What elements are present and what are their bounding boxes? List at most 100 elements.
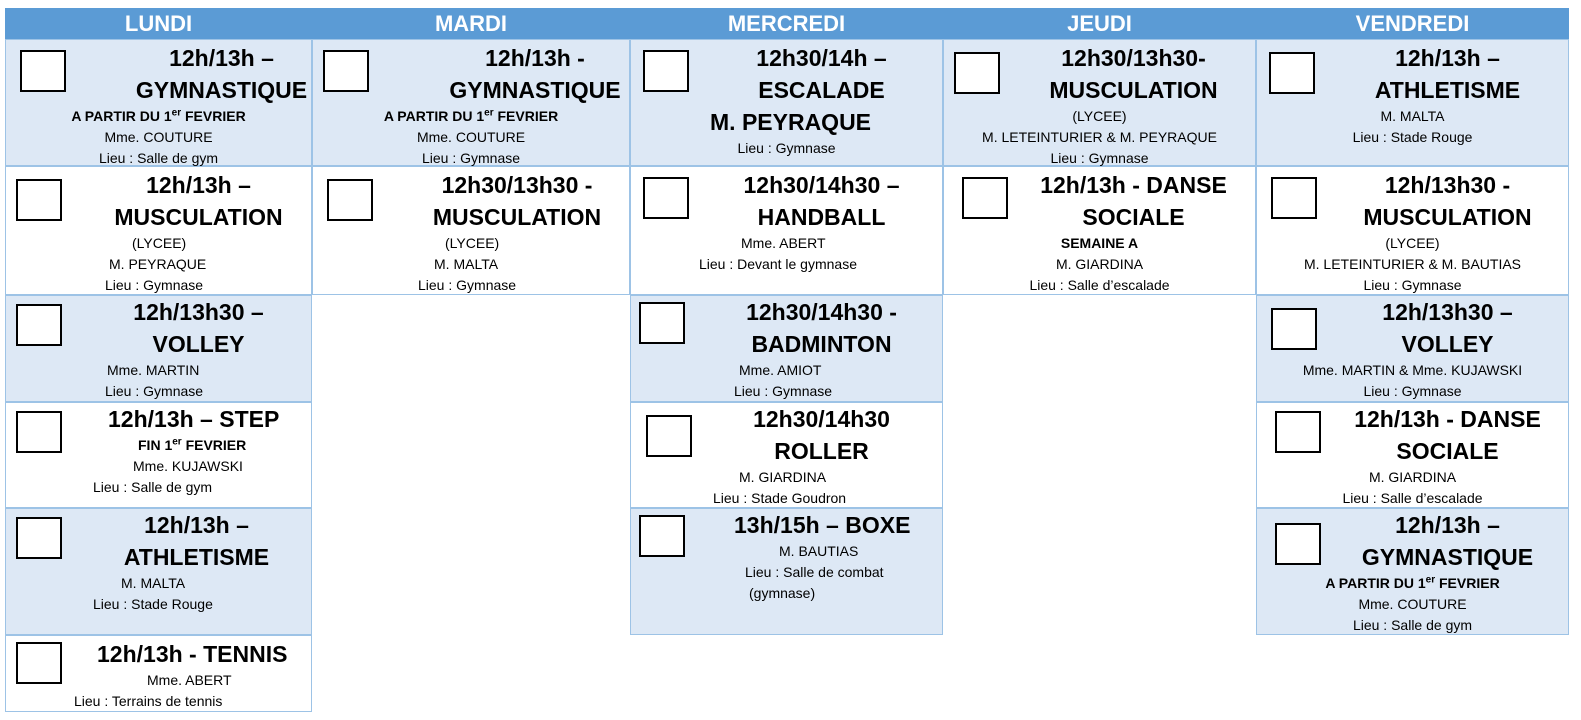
location: Lieu : Salle de gym	[98, 150, 219, 166]
activity-title: 12h30/14h30 – HANDBALL	[743, 172, 900, 230]
teacher-name: M. MALTA	[434, 256, 499, 272]
activity-title: 12h/13h - GYMNASTIQUE	[449, 45, 621, 103]
activity-note: FIN 1er FEVRIER	[138, 436, 247, 453]
select-checkbox[interactable]	[16, 517, 62, 559]
activity-cell: 12h/13h30 – VOLLEY Mme. MARTIN & Mme. KU…	[1256, 295, 1569, 402]
level-label: (LYCEE)	[1072, 108, 1127, 124]
activity-cell: 12h30/13h30- MUSCULATION (LYCEE) M. LETE…	[943, 39, 1256, 166]
location-detail: (gymnase)	[749, 585, 816, 601]
activity-cell: 12h30/14h30 - BADMINTON Mme. AMIOT Lieu …	[630, 295, 943, 402]
select-checkbox[interactable]	[327, 179, 373, 221]
activity-title: 12h/13h - DANSE SOCIALE	[1354, 406, 1541, 464]
teacher-name: M. LETEINTURIER & M. BAUTIAS	[1303, 256, 1522, 272]
activity-title: 12h/13h – MUSCULATION	[114, 172, 283, 230]
activity-title: 12h30/14h30 - BADMINTON	[746, 299, 897, 357]
teacher-name: M. GIARDINA	[1055, 256, 1144, 272]
activity-cell: 12h/13h – GYMNASTIQUE A PARTIR DU 1er FE…	[1256, 508, 1569, 635]
select-checkbox[interactable]	[16, 304, 62, 346]
activity-title: 12h/13h – ATHLETISME	[123, 512, 270, 570]
activity-title: 12h/13h30 – VOLLEY	[1382, 299, 1513, 357]
activity-title: 12h30/14h – ESCALADE M. PEYRAQUE	[710, 45, 887, 135]
day-header-lundi: LUNDI	[5, 8, 312, 39]
select-checkbox[interactable]	[20, 50, 66, 92]
select-checkbox[interactable]	[323, 50, 369, 92]
activity-note: A PARTIR DU 1er FEVRIER	[1325, 574, 1500, 591]
select-checkbox[interactable]	[962, 177, 1008, 219]
location: Lieu : Gymnase	[105, 277, 204, 293]
select-checkbox[interactable]	[1271, 308, 1317, 350]
activity-cell: 12h/13h30 – VOLLEY Mme. MARTIN Lieu : Gy…	[5, 295, 312, 402]
activity-cell: 12h/13h – ATHLETISME M. MALTA Lieu : Sta…	[1256, 39, 1569, 166]
teacher-name: M. PEYRAQUE	[109, 256, 207, 272]
activity-title: 12h/13h – ATHLETISME	[1374, 45, 1521, 103]
select-checkbox[interactable]	[1269, 52, 1315, 94]
activity-cell: 12h/13h30 - MUSCULATION (LYCEE) M. LETEI…	[1256, 166, 1569, 295]
location: Lieu : Terrains de tennis	[74, 693, 223, 709]
activity-cell: 12h30/14h30 ROLLER M. GIARDINA Lieu : St…	[630, 402, 943, 508]
teacher-name: Mme. KUJAWSKI	[133, 458, 243, 474]
select-checkbox[interactable]	[1271, 177, 1317, 219]
activity-title: 12h/13h30 - MUSCULATION	[1363, 172, 1532, 230]
location: Lieu : Salle de gym	[1352, 617, 1473, 633]
select-checkbox[interactable]	[643, 50, 689, 92]
activity-title: 12h30/14h30 ROLLER	[753, 406, 890, 464]
location: Lieu : Gymnase	[1050, 150, 1149, 166]
teacher-name: Mme. ABERT	[147, 672, 232, 688]
select-checkbox[interactable]	[1275, 523, 1321, 565]
select-checkbox[interactable]	[16, 642, 62, 684]
select-checkbox[interactable]	[643, 177, 689, 219]
activity-cell: 12h/13h - GYMNASTIQUE A PARTIR DU 1er FE…	[312, 39, 630, 166]
select-checkbox[interactable]	[639, 515, 685, 557]
day-header-vendredi: VENDREDI	[1256, 8, 1569, 39]
activity-title: 12h/13h30 – VOLLEY	[133, 299, 264, 357]
location: Lieu : Gymnase	[418, 277, 517, 293]
activity-cell: 12h/13h – MUSCULATION (LYCEE) M. PEYRAQU…	[5, 166, 312, 295]
location: Lieu : Gymnase	[105, 383, 204, 399]
location: Lieu : Gymnase	[737, 140, 836, 156]
teacher-name: Mme. AMIOT	[739, 362, 822, 378]
location: Lieu : Stade Rouge	[1352, 129, 1473, 145]
activity-cell: 12h/13h – GYMNASTIQUE A PARTIR DU 1er FE…	[5, 39, 312, 166]
teacher-name: M. MALTA	[121, 575, 186, 591]
select-checkbox[interactable]	[639, 302, 685, 344]
activity-cell: 12h/13h – STEP FIN 1er FEVRIER Mme. KUJA…	[5, 402, 312, 508]
teacher-name: M. LETEINTURIER & M. PEYRAQUE	[982, 129, 1217, 145]
teacher-name: Mme. ABERT	[741, 235, 826, 251]
location: Lieu : Salle de gym	[93, 479, 213, 495]
teacher-name: M. GIARDINA	[739, 469, 827, 485]
activity-title: 12h/13h - DANSE SOCIALE	[1040, 172, 1227, 230]
location: Lieu : Salle d’escalade	[1029, 277, 1170, 293]
activity-title: 12h/13h – GYMNASTIQUE	[1361, 512, 1534, 570]
activity-title: 12h30/13h30 - MUSCULATION	[432, 172, 602, 230]
teacher-name: Mme. MARTIN & Mme. KUJAWSKI	[1302, 362, 1523, 378]
activity-cell: 12h/13h - TENNIS Mme. ABERT Lieu : Terra…	[5, 635, 312, 712]
teacher-name: Mme. MARTIN	[107, 362, 200, 378]
activity-title: 12h/13h – STEP	[108, 406, 280, 432]
activity-title: 13h/15h – BOXE	[734, 512, 911, 538]
select-checkbox[interactable]	[16, 411, 62, 453]
location: Lieu : Gymnase	[421, 150, 521, 166]
location: Lieu : Stade Goudron	[713, 490, 847, 506]
activity-note: SEMAINE A	[1060, 235, 1139, 251]
select-checkbox[interactable]	[16, 179, 62, 221]
activity-cell: 13h/15h – BOXE M. BAUTIAS Lieu : Salle d…	[630, 508, 943, 635]
select-checkbox[interactable]	[1275, 411, 1321, 453]
level-label: (LYCEE)	[132, 235, 187, 251]
day-header-mercredi: MERCREDI	[630, 8, 943, 39]
location: Lieu : Gymnase	[1363, 277, 1462, 293]
level-label: (LYCEE)	[445, 235, 500, 251]
select-checkbox[interactable]	[646, 415, 692, 457]
location: Lieu : Stade Rouge	[93, 596, 213, 612]
teacher-name: Mme. COUTURE	[416, 129, 526, 145]
day-header-mardi: MARDI	[312, 8, 630, 39]
teacher-name: M. MALTA	[1380, 108, 1445, 124]
activity-cell: 12h30/13h30 - MUSCULATION (LYCEE) M. MAL…	[312, 166, 630, 295]
activity-title: 12h/13h – GYMNASTIQUE	[135, 45, 308, 103]
activity-note: A PARTIR DU 1er FEVRIER	[71, 107, 246, 124]
activity-cell: 12h/13h – ATHLETISME M. MALTA Lieu : Sta…	[5, 508, 312, 635]
location: Lieu : Gymnase	[1363, 383, 1462, 399]
activity-title: 12h30/13h30- MUSCULATION	[1049, 45, 1218, 103]
select-checkbox[interactable]	[954, 52, 1000, 94]
activity-cell: 12h30/14h – ESCALADE M. PEYRAQUE Lieu : …	[630, 39, 943, 166]
teacher-name: M. GIARDINA	[1368, 469, 1457, 485]
